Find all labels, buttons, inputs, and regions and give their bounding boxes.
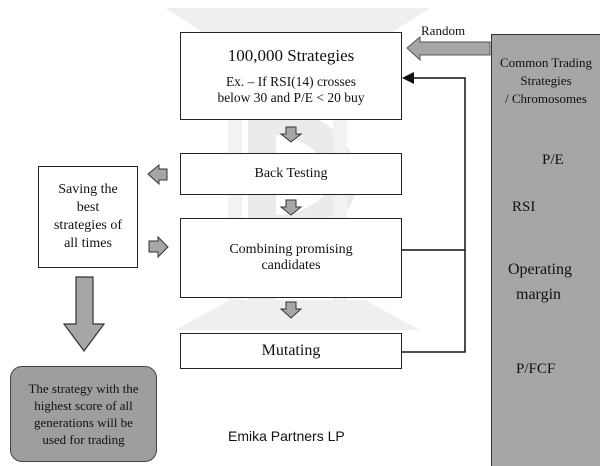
chromosome-panel: Common Trading Strategies / Chromosomes …: [491, 34, 600, 466]
panel-item-rsi: RSI: [512, 199, 536, 215]
panel-item-margin: margin: [516, 286, 562, 303]
combining-box: Combining promising candidates: [180, 218, 402, 298]
panel-item-pe: P/E: [542, 152, 564, 168]
strategies-example-line2: below 30 and P/E < 20 buy: [217, 90, 365, 105]
footer-company: Emika Partners LP: [228, 428, 345, 444]
mutating-label: Mutating: [261, 342, 321, 359]
saving-line1: Saving the: [58, 182, 118, 197]
panel-item-pfcf: P/FCF: [516, 361, 556, 377]
saving-line4: all times: [64, 236, 112, 251]
mutating-box: Mutating: [180, 333, 402, 369]
random-label: Random: [421, 23, 466, 38]
result-line1: The strategy with the: [28, 381, 139, 396]
back-testing-box: Back Testing: [180, 153, 402, 195]
strategies-title: 100,000 Strategies: [227, 46, 355, 65]
strategies-box: 100,000 Strategies Ex. – If RSI(14) cros…: [180, 32, 402, 120]
result-line3: generations will be: [34, 415, 133, 430]
panel-item-operating: Operating: [508, 261, 572, 278]
right-arrow-icon: [148, 235, 169, 259]
saving-line3: strategies of: [53, 218, 123, 233]
strategies-example-line1: Ex. – If RSI(14) crosses: [225, 74, 357, 89]
feedback-line-mutating: [402, 250, 466, 353]
panel-title-line2: Strategies: [520, 73, 572, 88]
down-arrow-icon: [279, 126, 303, 143]
down-arrow-icon: [279, 301, 303, 319]
panel-title-line1: Common Trading: [499, 55, 593, 70]
down-arrow-icon: [279, 199, 303, 216]
saving-line2: best: [76, 200, 100, 215]
left-arrow-icon: [147, 163, 168, 186]
saving-box: Saving the best strategies of all times: [38, 166, 138, 268]
result-line2: highest score of all: [34, 398, 133, 413]
combining-line1: Combining promising: [229, 242, 353, 257]
back-testing-label: Back Testing: [254, 166, 328, 181]
feedback-arrowhead-icon: [402, 72, 414, 84]
random-arrow-icon: [406, 35, 491, 62]
big-down-arrow-icon: [62, 276, 106, 353]
result-line4: used for trading: [42, 432, 125, 447]
panel-title-line3: / Chromosomes: [505, 91, 587, 106]
feedback-line-combining: [402, 77, 466, 251]
result-box: The strategy with the highest score of a…: [10, 366, 157, 462]
combining-line2: candidates: [261, 258, 321, 273]
